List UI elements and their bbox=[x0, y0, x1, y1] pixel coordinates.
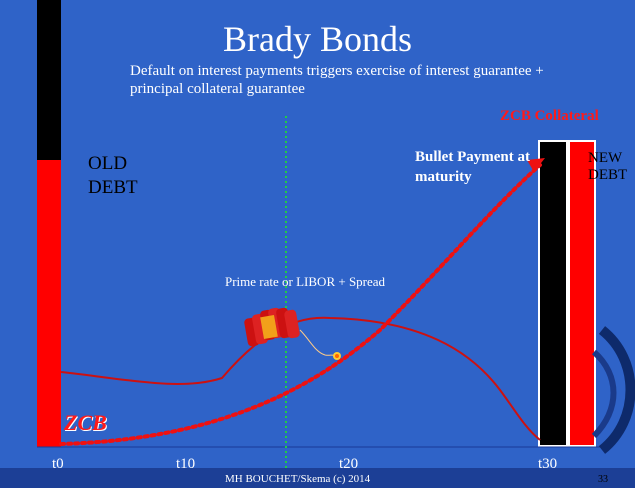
tick-t10: t10 bbox=[176, 456, 196, 472]
old-debt-label: OLD DEBT bbox=[88, 153, 138, 198]
footer-band bbox=[0, 468, 635, 488]
zcb-collateral-black-bar bbox=[538, 140, 568, 447]
tick-t30: t30 bbox=[538, 456, 558, 472]
tick-t20: t20 bbox=[339, 456, 359, 472]
interest-rate-curve bbox=[60, 316, 541, 441]
tick-t0: t0 bbox=[52, 456, 64, 472]
dynamite-icon bbox=[244, 307, 341, 360]
decorative-swirl bbox=[598, 326, 635, 454]
zcb-accretion-curve bbox=[59, 163, 542, 446]
slide-title: Brady Bonds bbox=[223, 19, 412, 59]
footer-text: MH BOUCHET/Skema (c) 2014 bbox=[225, 473, 371, 485]
prime-rate-label: Prime rate or LIBOR + Spread bbox=[225, 274, 386, 289]
old-debt-red-bar bbox=[37, 160, 61, 447]
old-debt-black-bar bbox=[37, 0, 61, 160]
slide-subtitle: Default on interest payments triggers ex… bbox=[130, 63, 544, 97]
bullet-payment-label: Bullet Payment at maturity bbox=[415, 149, 530, 185]
page-number: 33 bbox=[598, 474, 608, 485]
new-debt-red-bar bbox=[568, 140, 596, 447]
zcb-collateral-label: ZCB Collateral bbox=[500, 108, 599, 124]
zcb-arrowhead bbox=[527, 158, 545, 172]
zcb-label: ZCB bbox=[64, 410, 107, 435]
new-debt-label: NEW DEBT bbox=[588, 150, 628, 183]
